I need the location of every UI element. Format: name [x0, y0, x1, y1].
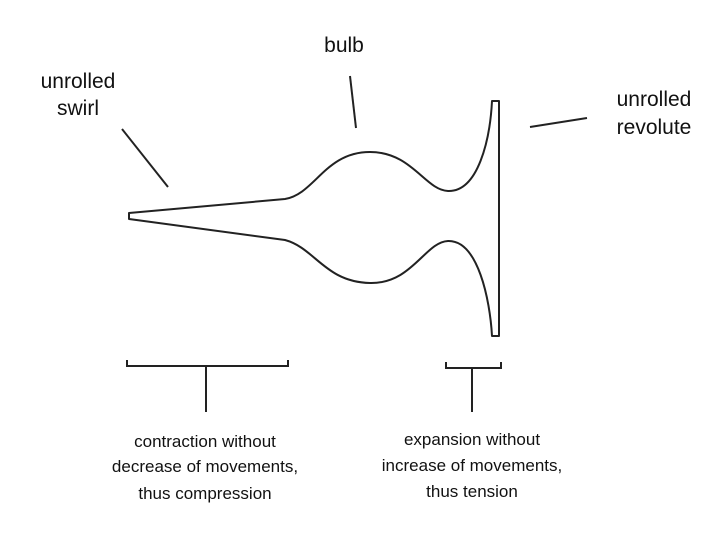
- bulb-label: bulb: [324, 34, 364, 57]
- swirl-label-line-1: unrolled: [41, 70, 116, 93]
- left-bracket: [126, 360, 289, 412]
- revolute-label-line-1: unrolled: [617, 88, 692, 111]
- right-caption-line-2: increase of movements,: [382, 456, 562, 475]
- right-bracket: [445, 362, 502, 412]
- swirl-leader-line: [121, 128, 169, 188]
- swirl-label-line-2: swirl: [57, 97, 99, 120]
- revolute-label-line-2: revolute: [617, 116, 692, 139]
- left-caption-line-1: contraction without: [134, 432, 276, 451]
- right-caption-line-3: thus tension: [426, 482, 518, 501]
- right-caption-line-1: expansion without: [404, 430, 540, 449]
- left-caption-line-2: decrease of movements,: [112, 457, 298, 476]
- left-caption-line-3: thus compression: [138, 484, 271, 503]
- unrolled-shape-outline: [128, 100, 500, 337]
- bulb-leader-line: [349, 75, 357, 129]
- revolute-leader-line: [529, 117, 588, 128]
